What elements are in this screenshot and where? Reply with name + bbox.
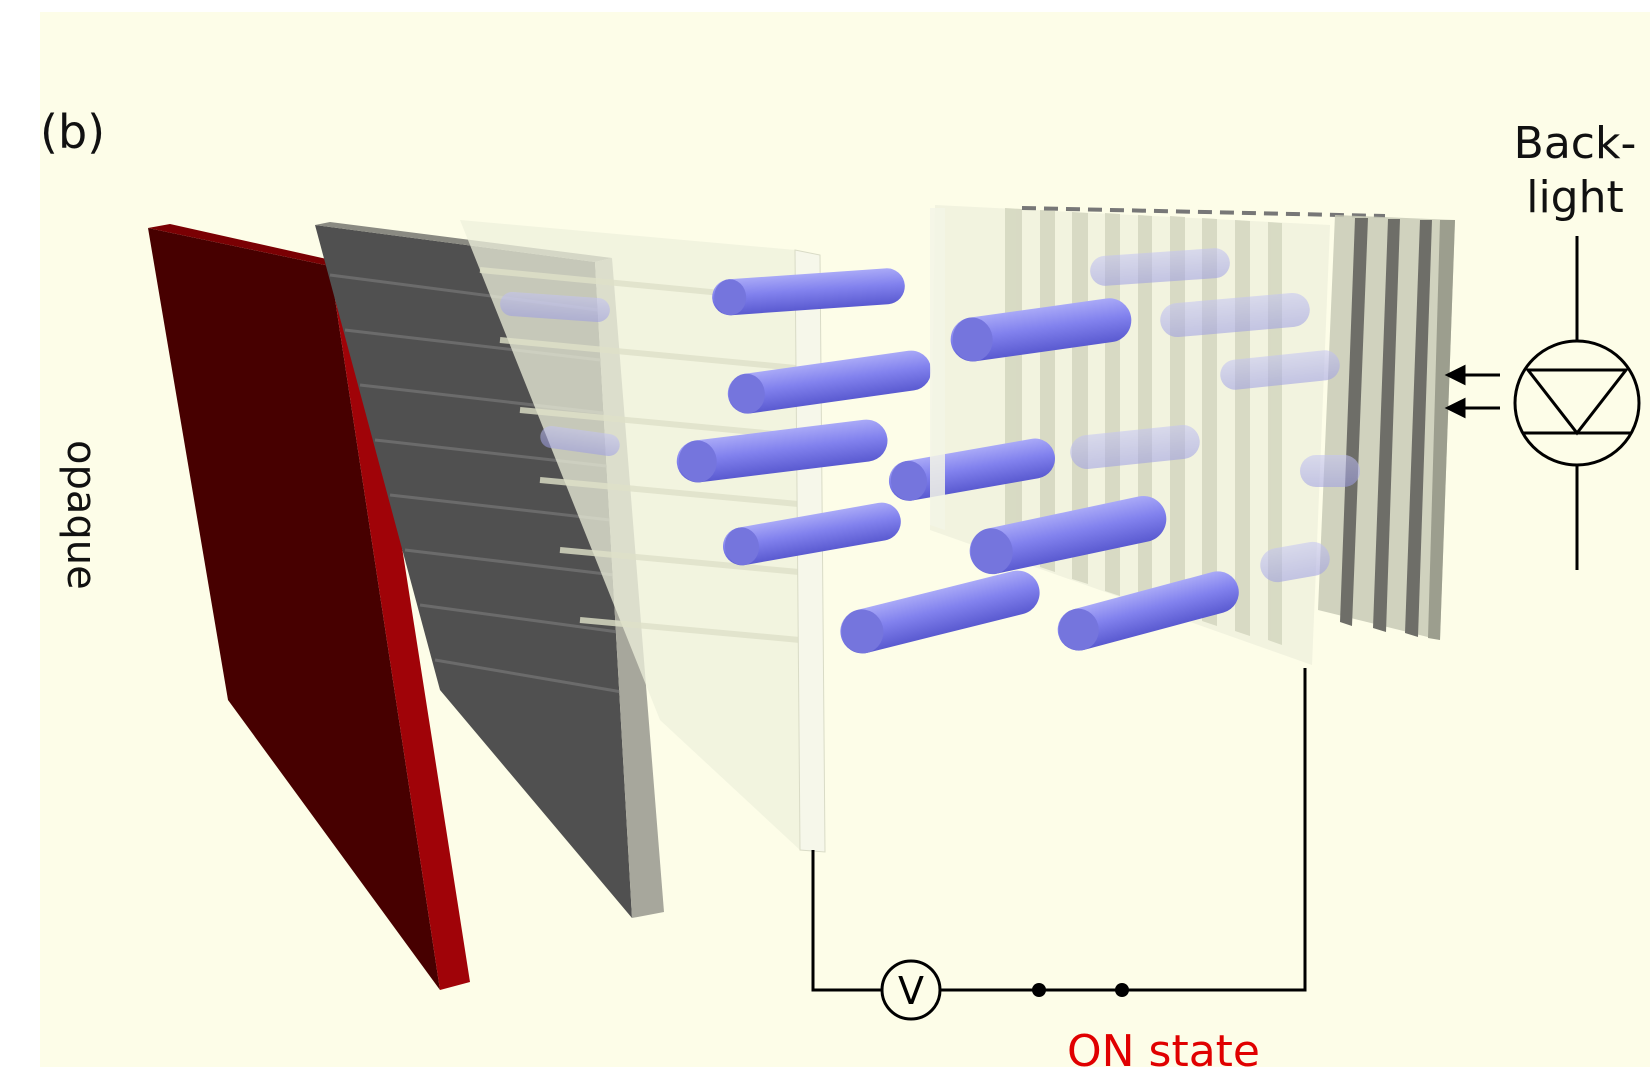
switch-contact	[1032, 983, 1046, 997]
backlight-label-line1: Back-	[1514, 118, 1637, 169]
voltmeter	[880, 959, 942, 1021]
lc-molecules-faint	[500, 248, 1360, 583]
circuit-wire	[940, 668, 1307, 992]
panel-label: (b)	[40, 105, 105, 159]
lc-molecule	[1057, 571, 1239, 651]
lc-molecule	[722, 502, 901, 566]
switch-contact	[1115, 983, 1129, 997]
analyzer-polarizer	[148, 224, 470, 990]
circuit-wire	[811, 850, 882, 992]
lc-molecule	[727, 350, 932, 414]
backlight-led-icon	[1513, 236, 1641, 570]
backlight-label-line2: light	[1526, 172, 1624, 223]
analyzer-face	[148, 228, 440, 990]
on-state-label: ON state	[1067, 1026, 1260, 1067]
opaque-label: opaque	[58, 440, 104, 590]
voltage-circuit	[811, 668, 1307, 1021]
lc-molecule	[840, 570, 1040, 654]
lc-molecule	[969, 495, 1167, 575]
lc-molecule	[712, 268, 905, 316]
lc-molecule	[676, 419, 888, 483]
light-arrows-icon	[1444, 364, 1500, 419]
lc-molecules	[676, 268, 1239, 654]
analyzer-side-edge	[330, 266, 470, 990]
rear-glass-front-edge	[930, 208, 945, 530]
analyzer-top-edge	[148, 224, 358, 266]
voltmeter-symbol: V	[898, 969, 924, 1013]
lc-molecule	[950, 298, 1132, 362]
rear-polarizer	[1318, 215, 1455, 640]
